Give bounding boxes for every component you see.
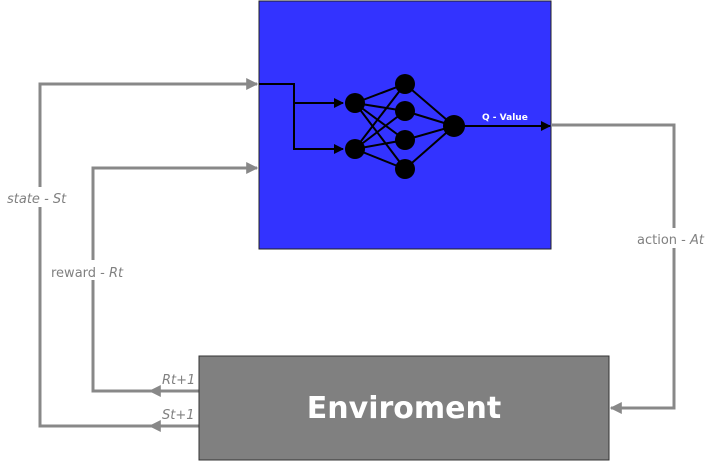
next-reward-label: Rt+1 [162, 373, 195, 388]
q-value-label: Q - Value [482, 113, 528, 123]
action-label: action - At [637, 233, 705, 248]
hidden-node [395, 159, 415, 179]
reward-label: reward - Rt [51, 266, 124, 281]
input-node [345, 93, 365, 113]
action-connector [552, 123, 676, 414]
state-label: state - St [7, 192, 67, 207]
hidden-node [395, 130, 415, 150]
output-node [443, 115, 465, 137]
hidden-node [395, 101, 415, 121]
state-connector [38, 78, 259, 428]
environment-box [198, 355, 610, 461]
next-state-label: St+1 [162, 408, 195, 423]
neural-network [259, 74, 551, 179]
hidden-node [395, 74, 415, 94]
environment-label: Enviroment [307, 391, 501, 426]
input-node [345, 139, 365, 159]
